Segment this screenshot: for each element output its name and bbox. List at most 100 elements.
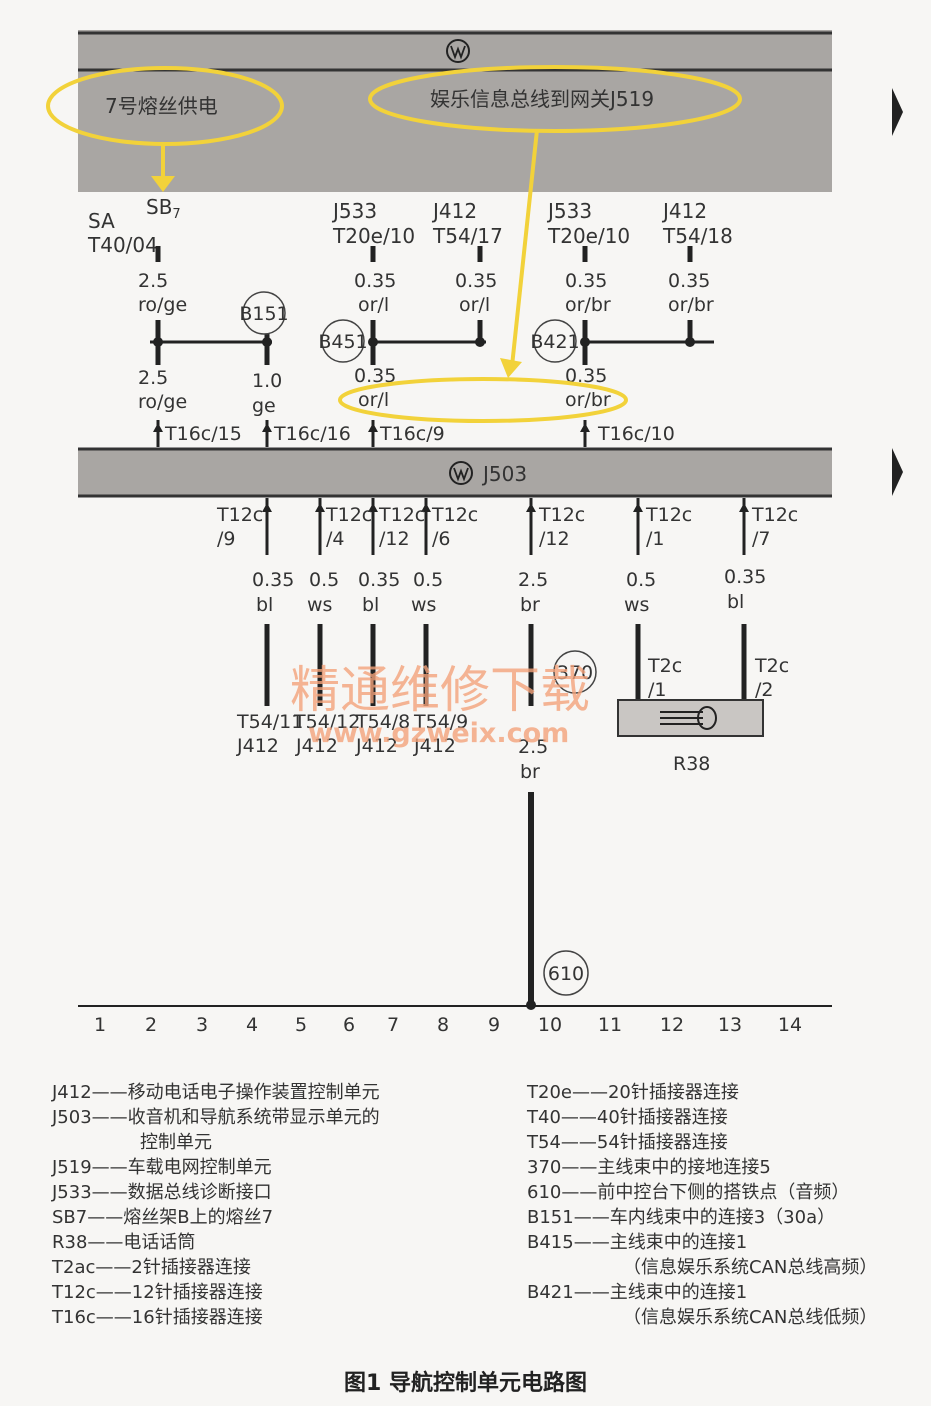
wire-u5-color: or/br [668, 294, 714, 316]
scale-number: 9 [488, 1014, 500, 1036]
legend-desc: 收音机和导航系统带显示单元的 [127, 1107, 380, 1128]
wire-m4-color: or/br [565, 389, 611, 411]
legend-desc: 控制单元 [140, 1132, 212, 1153]
legend-entry: T16c——16针插接器连接 [52, 1305, 380, 1330]
r38-label: R38 [673, 753, 710, 775]
legend-desc: 数据总线诊断接口 [127, 1182, 272, 1203]
legend-entry: T54——54针插接器连接 [527, 1130, 877, 1155]
legend-code: SB7 [52, 1207, 88, 1228]
wire-l4-size: 0.5 [413, 569, 443, 591]
sa-pin-label: T40/04 [87, 233, 158, 257]
legend-desc: 20针插接器连接 [607, 1082, 739, 1103]
legend-code: T2ac [52, 1257, 96, 1278]
ground-point-370 [553, 650, 597, 694]
wire-m4-size: 0.35 [565, 365, 607, 387]
legend-code: 610 [527, 1182, 562, 1203]
legend-entry: R38——电话话筒 [52, 1230, 380, 1255]
junction-b151 [242, 291, 286, 335]
legend-desc: 电话话筒 [123, 1232, 196, 1253]
legend-code: T20e [527, 1082, 572, 1103]
legend-dash: —— [95, 1257, 132, 1278]
legend-code: B421 [527, 1282, 574, 1303]
wire-l1-size: 0.35 [252, 569, 294, 591]
legend-desc: 40针插接器连接 [596, 1107, 728, 1128]
legend-dash: —— [560, 1107, 597, 1128]
circuit-diagram: 7号熔丝供电 娱乐信息总线到网关J519 SB7 SA T40/04 J533 … [46, 30, 903, 1036]
bottom-pin-1: T54/11 [236, 711, 303, 733]
t16-pin-3: T16c/9 [379, 423, 445, 445]
legend-code: T40 [527, 1107, 561, 1128]
microphone-icon [660, 706, 717, 730]
bottom-pin-2: T54/12 [293, 711, 360, 733]
vw-logo-icon [446, 39, 470, 63]
legend-entry: T40——40针插接器连接 [527, 1105, 877, 1130]
legend-code: J503 [52, 1107, 92, 1128]
col4-pin: T54/18 [662, 224, 733, 248]
legend-dash: —— [87, 1232, 124, 1253]
col4-part: J412 [661, 199, 707, 223]
t16-pin-2: T16c/16 [273, 423, 351, 445]
junction-b151-label: B151 [239, 303, 288, 325]
wire-m3-size: 0.35 [354, 365, 396, 387]
legend-code: T12c [52, 1282, 96, 1303]
legend-entry: SB7——熔丝架B上的熔丝7 [52, 1205, 380, 1230]
wire-l3-color: bl [362, 594, 379, 616]
can-wires-highlight [338, 377, 628, 423]
bottom-part-2: J412 [295, 735, 338, 757]
watermark-cn: 精通维修下载 [290, 661, 590, 719]
wire-u1-size: 2.5 [138, 270, 168, 292]
scale-number: 5 [295, 1014, 307, 1036]
wire-m1-color: ro/ge [138, 391, 187, 413]
legend-dash: —— [95, 1282, 132, 1303]
bottom-part-3: J412 [355, 735, 398, 757]
t12-pin-2b: /4 [326, 528, 345, 550]
legend-desc: 车载电网控制单元 [127, 1157, 272, 1178]
legend-dash: —— [571, 1082, 608, 1103]
wire-l7-size: 0.35 [724, 566, 766, 588]
legend-dash: —— [91, 1157, 128, 1178]
watermark-url: www.gzweix.com [308, 718, 569, 749]
legend-entry: T20e——20针插接器连接 [527, 1080, 877, 1105]
legend-code: J533 [52, 1182, 92, 1203]
legend-desc: 移动电话电子操作装置控制单元 [127, 1082, 380, 1103]
wire-u4-size: 0.35 [565, 270, 607, 292]
scale-number: 12 [660, 1014, 684, 1036]
wire-l1-color: bl [256, 594, 273, 616]
t12-pin-5b: /12 [539, 528, 570, 550]
legend-dash: —— [573, 1232, 610, 1253]
legend-entry: J503——收音机和导航系统带显示单元的 [52, 1105, 380, 1130]
legend-entry: 370——主线束中的接地连接5 [527, 1155, 877, 1180]
legend-dash: —— [560, 1132, 597, 1153]
wire-m2-size: 1.0 [252, 370, 282, 392]
t12-pin-7a: T12c [751, 504, 798, 526]
bottom-part-1: J412 [236, 735, 279, 757]
scale-number: 7 [387, 1014, 399, 1036]
t2c-pin-1b: /1 [648, 679, 667, 701]
legend-dash: —— [95, 1307, 132, 1328]
continue-right-arrow-icon [892, 88, 903, 136]
wire-m2-color: ge [252, 395, 276, 417]
wire-l6-color: ws [624, 594, 649, 616]
ground-point-610 [543, 950, 589, 996]
legend-dash: —— [561, 1157, 598, 1178]
figure-caption: 图1 导航控制单元电路图 [344, 1371, 587, 1396]
wire-l2-size: 0.5 [309, 569, 339, 591]
t12-pin-1b: /9 [217, 528, 236, 550]
legend-code: T54 [527, 1132, 561, 1153]
ground-wire-size: 2.5 [518, 736, 548, 758]
t12-pin-4b: /6 [432, 528, 451, 550]
t12-pin-6a: T12c [645, 504, 692, 526]
bottom-pin-4: T54/9 [413, 711, 468, 733]
wire-u2-color: or/l [358, 294, 389, 316]
wire-l6-size: 0.5 [626, 569, 656, 591]
wire-u3-color: or/l [459, 294, 490, 316]
scale-number: 11 [598, 1014, 622, 1036]
bus-gateway-highlight [368, 65, 742, 133]
bottom-part-4: J412 [413, 735, 456, 757]
legend-entry: B151——车内线束中的连接3（30a） [527, 1205, 877, 1230]
wire-l5-size: 2.5 [518, 569, 548, 591]
wire-m1-size: 2.5 [138, 367, 168, 389]
legend-entry: T2ac——2针插接器连接 [52, 1255, 380, 1280]
junction-b451 [321, 319, 365, 363]
